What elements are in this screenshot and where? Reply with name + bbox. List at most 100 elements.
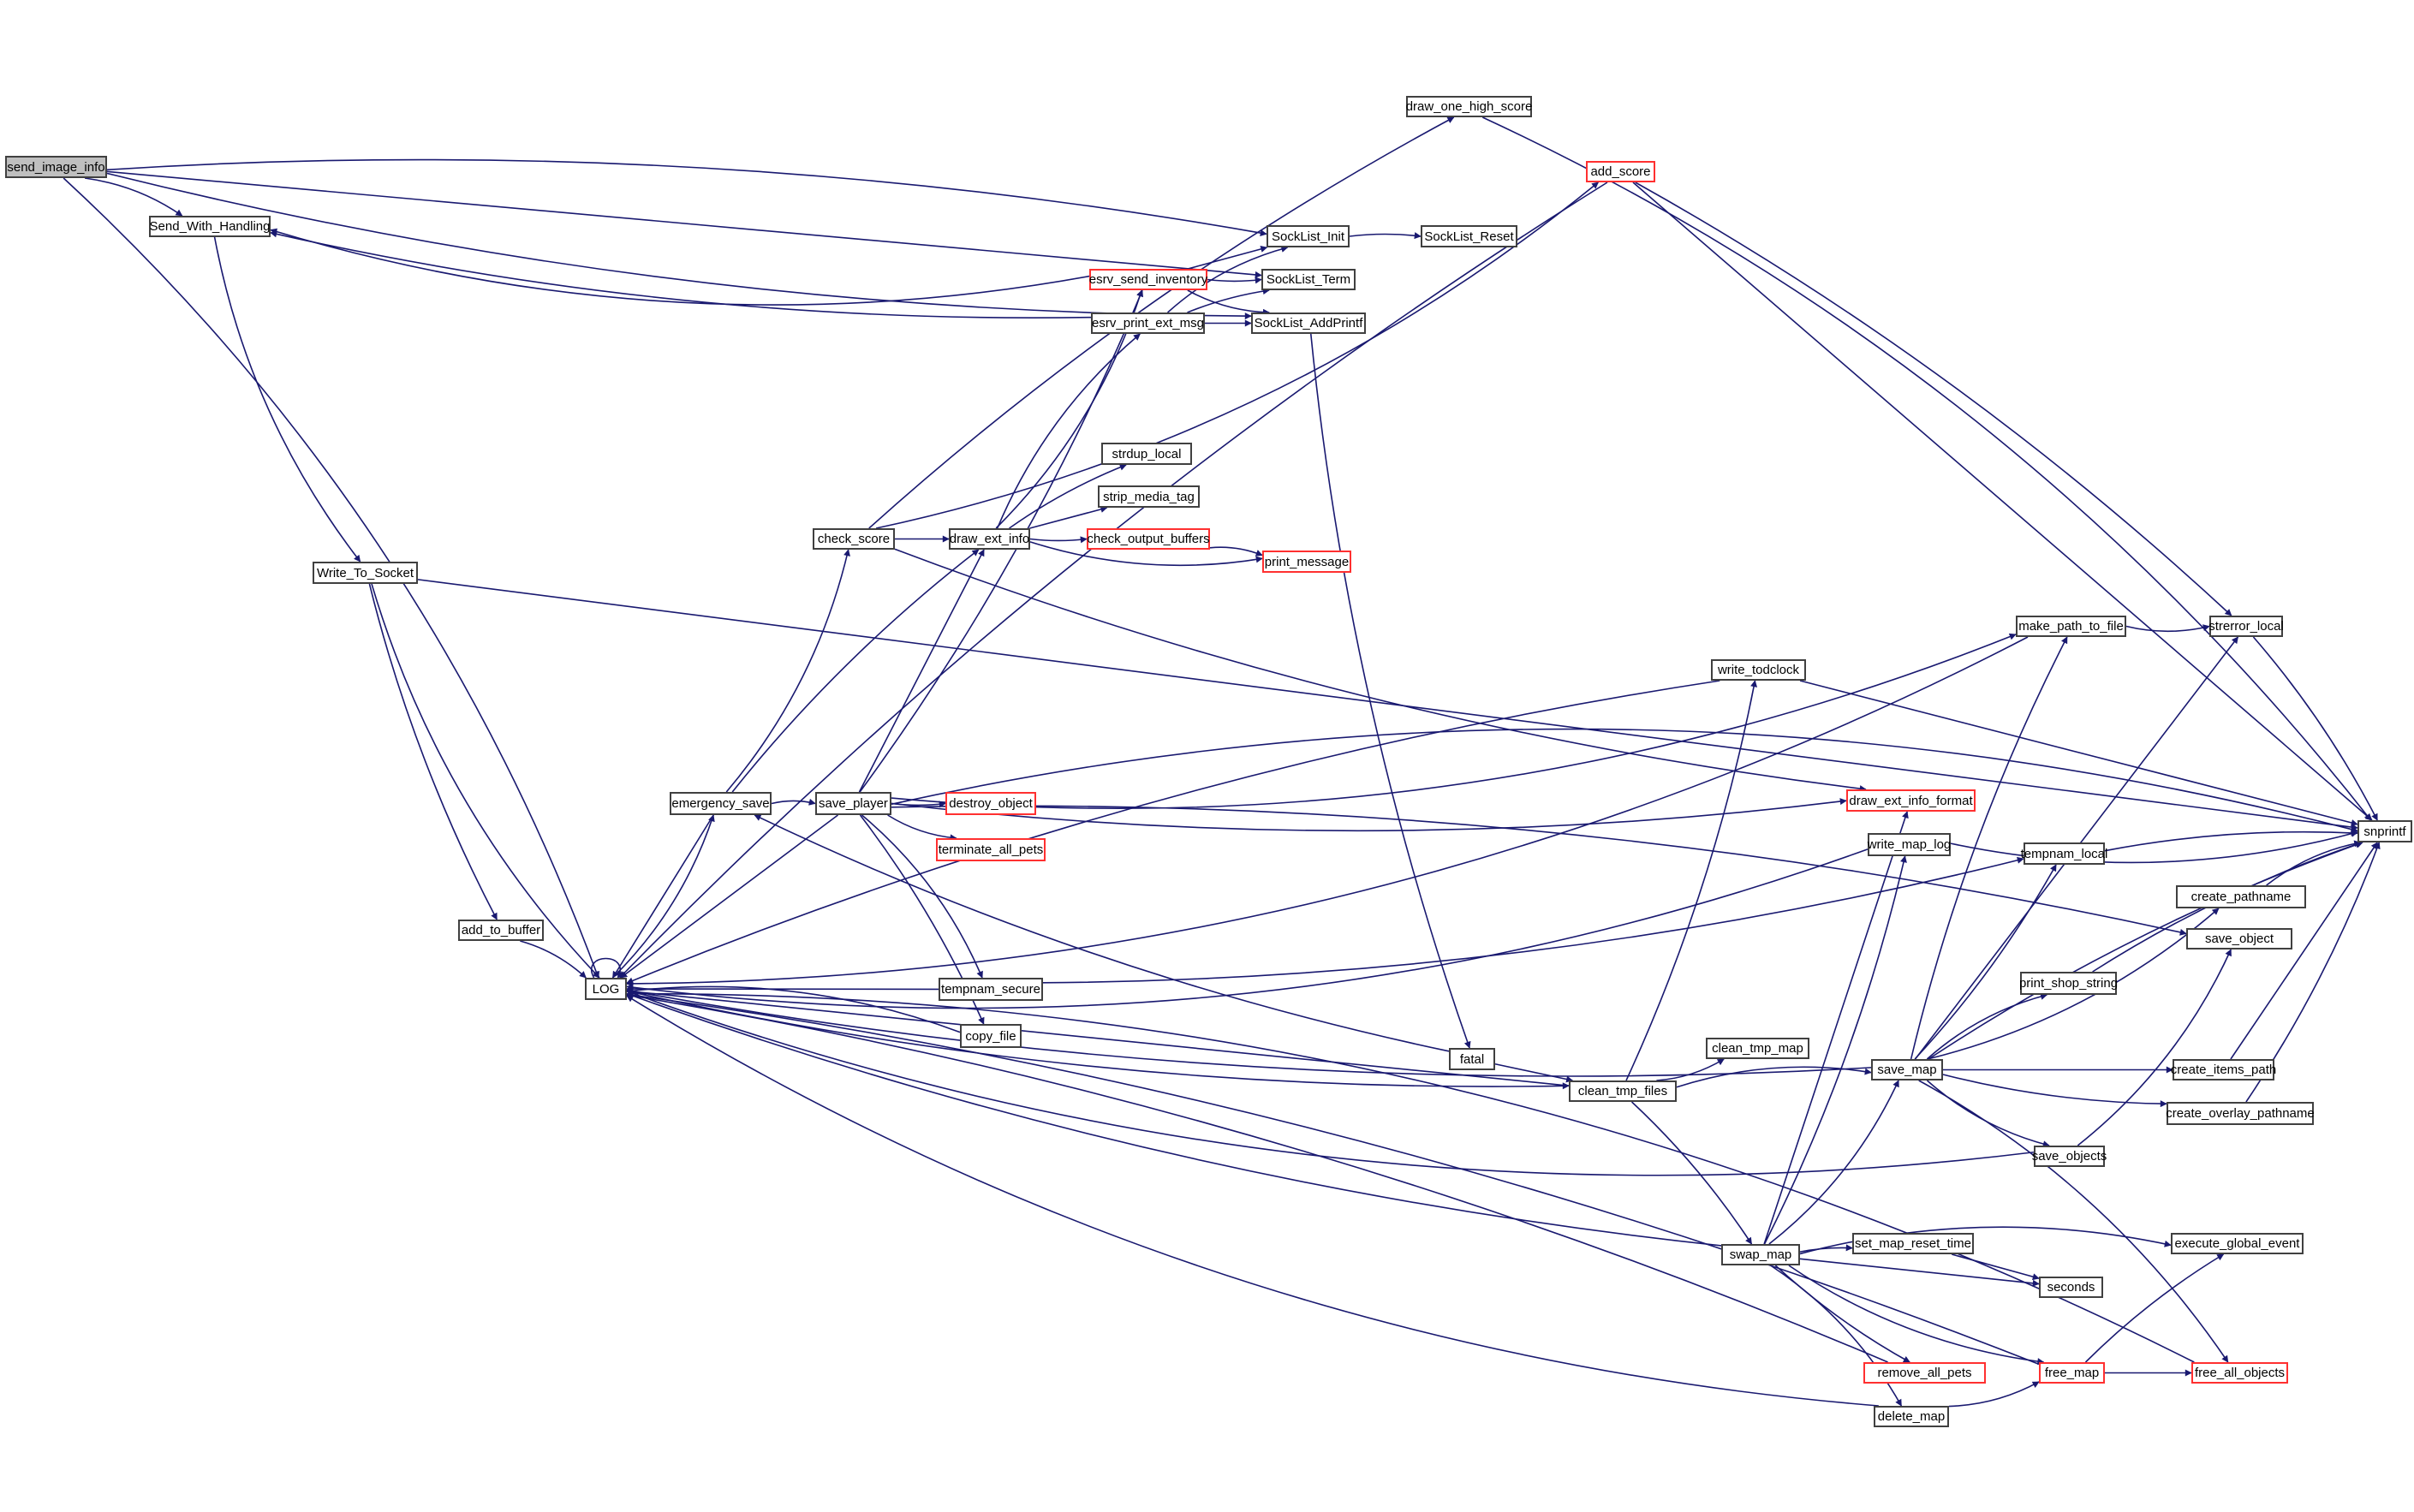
edge-draw-one-high-score-to-snprintf bbox=[1481, 116, 2372, 821]
edge-delete-map-to-free-map bbox=[1948, 1381, 2040, 1408]
node-execute-global-event[interactable]: execute_global_event bbox=[2171, 1233, 2304, 1254]
edge-log-to-log bbox=[591, 957, 624, 979]
edge-esrv-send-inventory-to-socklist-init bbox=[1187, 246, 1268, 270]
edge-make-path-to-file-to-log bbox=[626, 636, 2029, 987]
edge-esrv-send-inventory-to-socklist-addprintf bbox=[1187, 289, 1270, 316]
node-add-to-buffer[interactable]: add_to_buffer bbox=[458, 920, 544, 941]
node-set-map-reset-time[interactable]: set_map_reset_time bbox=[1852, 1233, 1974, 1254]
node-destroy-object[interactable]: destroy_object bbox=[945, 792, 1036, 815]
edge-draw-ext-info-to-esrv-print-ext-msg bbox=[996, 333, 1141, 529]
edge-free-map-to-log bbox=[626, 991, 2040, 1366]
edge-save-player-to-save-object bbox=[891, 805, 2187, 936]
edge-esrv-print-ext-msg-to-socklist-init bbox=[1166, 246, 1289, 313]
node-fatal[interactable]: fatal bbox=[1449, 1048, 1495, 1070]
node-terminate-all-pets[interactable]: terminate_all_pets bbox=[936, 838, 1046, 861]
edge-copy-file-to-log bbox=[626, 985, 961, 1033]
node-log[interactable]: LOG bbox=[585, 978, 627, 1000]
edge-socklist-addprintf-to-fatal bbox=[1309, 333, 1471, 1049]
node-print-message[interactable]: print_message bbox=[1262, 551, 1351, 573]
node-make-path-to-file[interactable]: make_path_to_file bbox=[2016, 616, 2126, 637]
edge-draw-ext-info-to-strip-media-tag bbox=[1029, 505, 1108, 529]
edge-save-map-to-create-overlay-pathname bbox=[1942, 1074, 2167, 1108]
edge-save-player-to-tempnam-secure bbox=[861, 814, 983, 979]
node-socklist-addprintf[interactable]: SockList_AddPrintf bbox=[1251, 313, 1366, 334]
edge-emergency-save-to-save-player bbox=[771, 798, 816, 806]
edge-write-todclock-to-snprintf bbox=[1799, 680, 2358, 826]
edge-set-map-reset-time-to-seconds bbox=[1952, 1253, 2040, 1281]
node-free-all-objects[interactable]: free_all_objects bbox=[2191, 1362, 2288, 1384]
node-clean-tmp-files[interactable]: clean_tmp_files bbox=[1569, 1080, 1677, 1102]
node-write-to-socket[interactable]: Write_To_Socket bbox=[313, 562, 418, 584]
node-esrv-send-inventory[interactable]: esrv_send_inventory bbox=[1089, 269, 1207, 290]
node-tempnam-secure[interactable]: tempnam_secure bbox=[939, 978, 1043, 1001]
node-create-pathname[interactable]: create_pathname bbox=[2176, 885, 2306, 908]
edge-check-score-to-draw-one-high-score bbox=[868, 116, 1455, 529]
node-strerror-local[interactable]: strerror_local bbox=[2208, 616, 2284, 637]
node-save-player[interactable]: save_player bbox=[815, 792, 891, 815]
edge-add-score-to-strerror-local bbox=[1635, 182, 2232, 616]
node-socklist-term[interactable]: SockList_Term bbox=[1261, 269, 1356, 290]
node-copy-file[interactable]: copy_file bbox=[960, 1024, 1022, 1048]
node-print-shop-string[interactable]: print_shop_string bbox=[2019, 972, 2118, 995]
node-remove-all-pets[interactable]: remove_all_pets bbox=[1863, 1362, 1986, 1384]
edge-add-score-to-log bbox=[619, 182, 1608, 979]
node-socklist-reset[interactable]: SockList_Reset bbox=[1421, 225, 1517, 247]
edge-save-map-to-tempnam-local bbox=[1914, 864, 2057, 1060]
edge-emergency-save-to-log bbox=[611, 814, 714, 979]
edge-swap-map-to-seconds bbox=[1799, 1258, 2040, 1287]
node-tempnam-local[interactable]: tempnam_local bbox=[2021, 842, 2107, 865]
edge-swap-map-to-execute-global-event bbox=[1799, 1226, 2172, 1255]
edge-save-map-to-free-all-objects bbox=[1918, 1080, 2229, 1363]
node-write-map-log[interactable]: write_map_log bbox=[1868, 833, 1951, 856]
edge-delete-map-to-log bbox=[626, 995, 1879, 1407]
node-swap-map[interactable]: swap_map bbox=[1721, 1244, 1800, 1265]
edge-swap-map-to-log bbox=[626, 992, 1722, 1247]
node-esrv-print-ext-msg[interactable]: esrv_print_ext_msg bbox=[1091, 313, 1205, 334]
node-add-score[interactable]: add_score bbox=[1586, 161, 1655, 182]
edge-save-player-to-log bbox=[620, 814, 838, 979]
edge-swap-map-to-set-map-reset-time bbox=[1799, 1244, 1853, 1253]
edge-clean-tmp-files-to-clean-tmp-map bbox=[1656, 1058, 1725, 1081]
edge-fatal-to-emergency-save bbox=[754, 814, 1450, 1052]
edge-esrv-send-inventory-to-socklist-term bbox=[1207, 277, 1262, 284]
edge-send-image-info-to-log bbox=[63, 177, 600, 979]
edge-save-player-to-snprintf bbox=[891, 728, 2358, 833]
node-save-objects[interactable]: save_objects bbox=[2032, 1146, 2107, 1167]
node-clean-tmp-map[interactable]: clean_tmp_map bbox=[1706, 1038, 1809, 1059]
edge-save-map-to-snprintf bbox=[1928, 841, 2363, 1060]
node-check-output-buffers[interactable]: check_output_buffers bbox=[1087, 528, 1210, 550]
edge-remove-all-pets-to-log bbox=[626, 992, 1888, 1363]
edge-draw-ext-info-to-check-output-buffers bbox=[1029, 536, 1088, 544]
edge-save-map-to-save-objects bbox=[1926, 1080, 2050, 1148]
edge-save-objects-to-save-object bbox=[2077, 949, 2232, 1146]
edge-esrv-print-ext-msg-to-send-with-handling bbox=[270, 230, 1092, 319]
node-draw-ext-info[interactable]: draw_ext_info bbox=[949, 528, 1030, 550]
edge-save-map-to-create-pathname bbox=[1927, 908, 2220, 1060]
node-create-items-path[interactable]: create_items_path bbox=[2171, 1059, 2276, 1080]
node-emergency-save[interactable]: emergency_save bbox=[670, 792, 772, 815]
node-write-todclock[interactable]: write_todclock bbox=[1711, 659, 1806, 681]
node-strip-media-tag[interactable]: strip_media_tag bbox=[1098, 485, 1200, 508]
edge-check-output-buffers-to-print-message bbox=[1209, 546, 1263, 557]
edge-swap-map-to-delete-map bbox=[1770, 1265, 1903, 1407]
edge-free-all-objects-to-log bbox=[626, 990, 2195, 1363]
edge-check-score-to-add-score bbox=[875, 182, 1600, 529]
node-save-object[interactable]: save_object bbox=[2186, 928, 2292, 949]
edge-emergency-save-to-check-score bbox=[725, 549, 850, 793]
node-send-with-handling[interactable]: Send_With_Handling bbox=[149, 216, 271, 237]
node-socklist-init[interactable]: SockList_Init bbox=[1267, 225, 1350, 247]
node-free-map[interactable]: free_map bbox=[2039, 1362, 2105, 1384]
node-save-map[interactable]: save_map bbox=[1871, 1059, 1943, 1080]
node-send-image-info[interactable]: send_image_info bbox=[5, 156, 107, 178]
node-seconds[interactable]: seconds bbox=[2039, 1277, 2103, 1298]
node-draw-one-high-score[interactable]: draw_one_high_score bbox=[1406, 96, 1532, 117]
node-delete-map[interactable]: delete_map bbox=[1874, 1406, 1949, 1427]
edge-save-player-to-terminate-all-pets bbox=[887, 814, 957, 842]
node-create-overlay-pathname[interactable]: create_overlay_pathname bbox=[2166, 1102, 2315, 1125]
edge-clean-tmp-files-to-swap-map bbox=[1630, 1101, 1753, 1245]
node-snprintf[interactable]: snprintf bbox=[2357, 820, 2412, 842]
node-check-score[interactable]: check_score bbox=[813, 528, 895, 550]
node-strdup-local[interactable]: strdup_local bbox=[1101, 443, 1192, 465]
node-draw-ext-info-format[interactable]: draw_ext_info_format bbox=[1846, 789, 1976, 812]
